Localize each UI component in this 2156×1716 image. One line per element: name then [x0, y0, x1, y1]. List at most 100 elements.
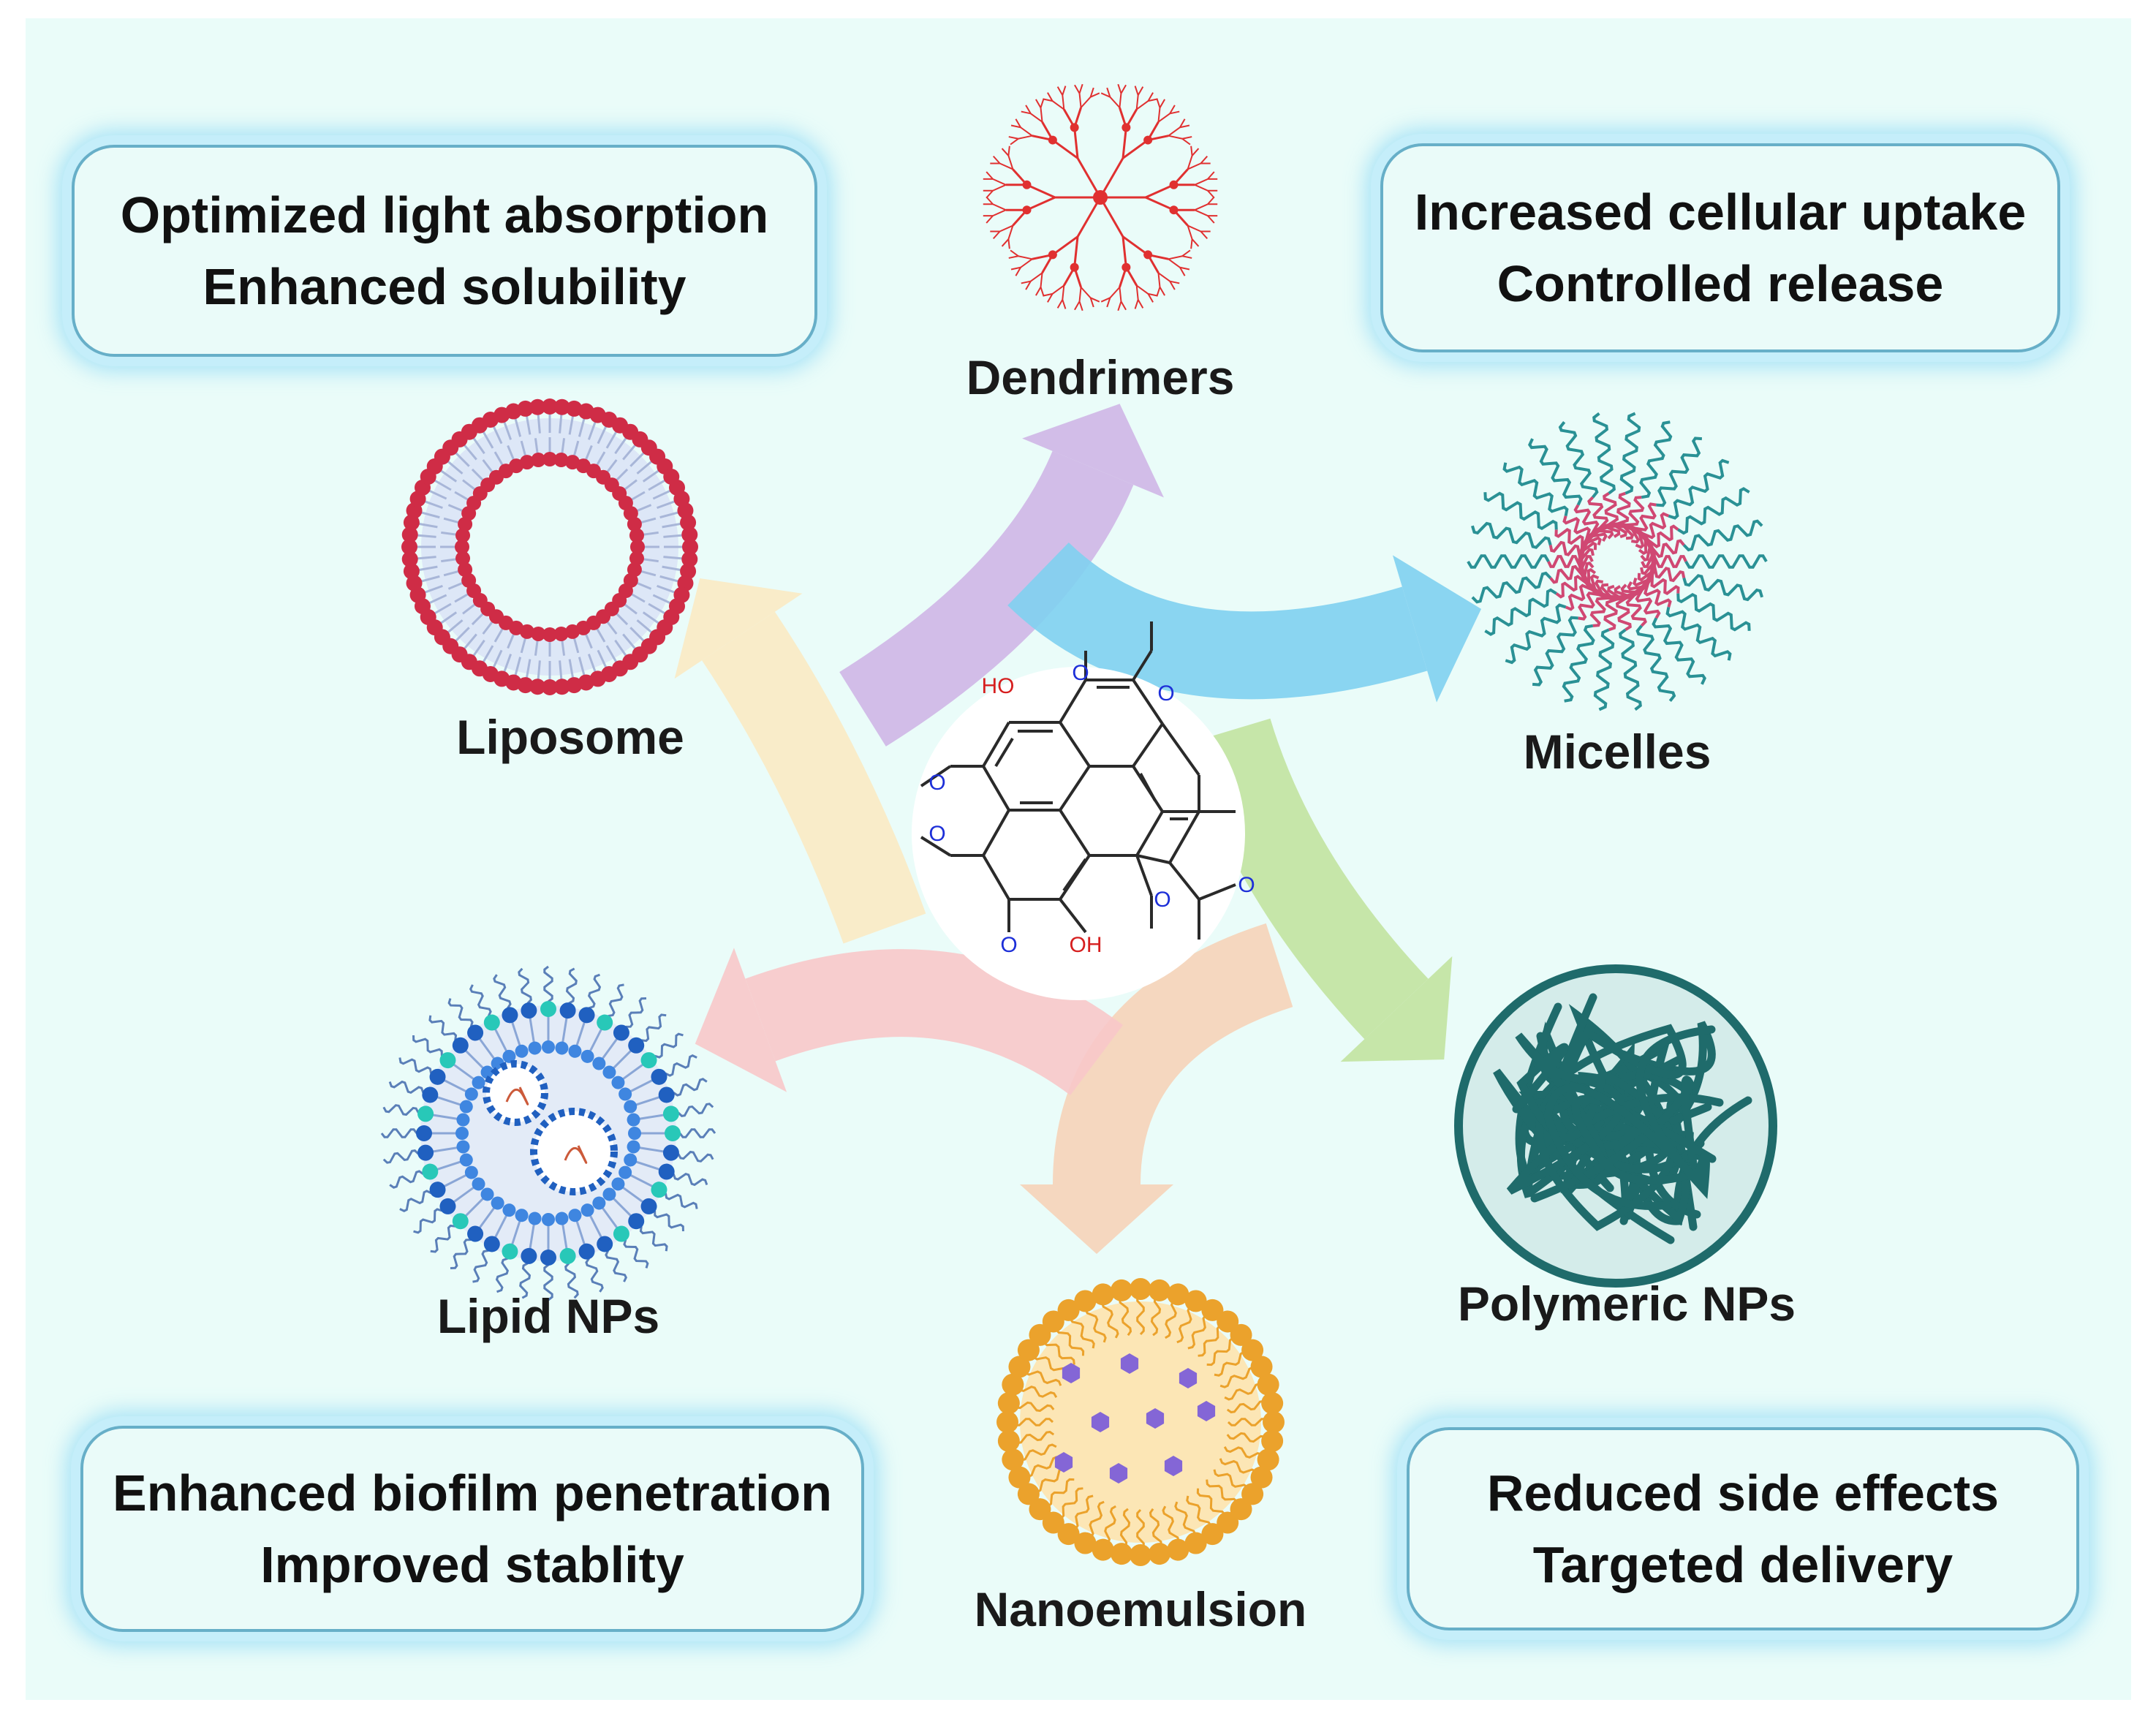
dendrimer-branch: [1137, 299, 1144, 309]
arrow-to-dendrimers: [839, 404, 1164, 747]
micelle-head-chain: [1562, 515, 1602, 546]
micelle-tail-chain: [1528, 438, 1583, 506]
micelle-head-chain: [1633, 577, 1672, 608]
surfactant-head: [1074, 1290, 1097, 1312]
benefit-text: Optimized light absorption: [120, 186, 769, 243]
surfactant: [1074, 1290, 1107, 1343]
dendrimer-branch: [1007, 145, 1010, 156]
surfactant-tail: [1024, 1456, 1062, 1478]
liposome-illustration: [401, 398, 698, 695]
inner-lipid-head: [480, 1065, 494, 1079]
peg-chain: [585, 1258, 604, 1293]
surfactant: [1162, 1505, 1189, 1561]
dendrimer-branch: [1073, 236, 1079, 268]
surfactant-head: [996, 1411, 1018, 1433]
dendrimer-branch: [1190, 238, 1193, 249]
surfactant: [1008, 1456, 1062, 1489]
micelle-chain: [1484, 567, 1597, 636]
arrow-shaft: [1186, 718, 1429, 1040]
inner-lipid-head: [491, 1196, 504, 1210]
lipid-head: [665, 1125, 681, 1141]
dendrimer-branch: [1147, 293, 1154, 303]
lipid-head: [640, 1052, 657, 1069]
surfactant-head: [1042, 1511, 1064, 1534]
surfactant-tail: [1162, 1505, 1180, 1546]
lipid-head: [540, 1001, 556, 1017]
dendrimer-branch: [1168, 126, 1181, 137]
dendrimer-branch: [1147, 92, 1154, 102]
surfactant-tail: [1043, 1478, 1075, 1508]
micelle-tail-chain: [1467, 554, 1550, 569]
dendrimer-branch: [1187, 162, 1201, 170]
dendrimer-branch: [992, 203, 1007, 211]
micelle-tail-chain: [1471, 521, 1552, 549]
surfactant-tail: [1198, 1324, 1225, 1357]
peg-chain: [673, 1078, 708, 1097]
peg-chain: [380, 1128, 418, 1138]
peg-chain: [382, 1104, 420, 1116]
lipid-head: [542, 452, 557, 466]
inner-lipid-head: [515, 1044, 529, 1058]
surfactant-head: [1257, 1373, 1279, 1396]
dendrimer-branch: [1168, 135, 1183, 140]
dendrimer-branch: [1187, 155, 1193, 170]
peg-chain: [469, 984, 492, 1017]
lipid-head: [531, 453, 546, 468]
dendrimer-branch: [1207, 171, 1215, 180]
polymer-chain: [1543, 1025, 1716, 1210]
dendrimer-branch: [1157, 273, 1161, 287]
surfactant: [1042, 1310, 1085, 1356]
surfactant-tail: [1150, 1294, 1162, 1337]
bond: [1161, 722, 1200, 776]
micelle-head-chain: [1630, 502, 1657, 544]
dendrimer-branch: [1047, 293, 1054, 303]
surfactant-tail: [1103, 1505, 1116, 1546]
micelle-head-chain: [1603, 584, 1620, 632]
arrow-to-nanoemulsion: [1020, 923, 1293, 1254]
dendrimer-branch: [1073, 107, 1082, 128]
peg-chain: [677, 1103, 714, 1117]
bond: [1059, 679, 1087, 724]
dendrimer-branch: [1190, 145, 1193, 156]
micelle-head-chain: [1637, 571, 1680, 595]
surfactant: [1092, 1283, 1119, 1339]
surfactant-head: [1241, 1483, 1264, 1505]
surfactant-tail: [1056, 1487, 1083, 1520]
surfactant-head: [1230, 1498, 1252, 1521]
lipid-head: [597, 1236, 613, 1252]
surfactant-tail: [1226, 1399, 1268, 1414]
dendrimer-branch: [1119, 287, 1122, 302]
label-polymeric-nps: Polymeric NPs: [1457, 1277, 1796, 1331]
lipid-head: [542, 398, 558, 415]
peg-chain: [493, 974, 512, 1009]
dendrimer-branch: [1078, 83, 1083, 94]
peg-chain: [625, 997, 647, 1028]
surfactant-head: [1130, 1544, 1151, 1566]
surfactant: [1008, 1356, 1062, 1386]
lipid-head: [401, 526, 418, 543]
dendrimer-branch: [1170, 280, 1180, 284]
dendrimer-branch: [1157, 272, 1170, 282]
lipid-head: [566, 677, 583, 694]
dendrimer-branch: [1099, 197, 1124, 238]
dendrimer-branch: [986, 215, 994, 224]
lnp-lipid: [611, 1177, 684, 1232]
arrow-to-liposome: [674, 578, 926, 944]
surfactant: [1002, 1443, 1057, 1471]
micelle-chain: [1623, 420, 1673, 540]
surfactant-tail: [1226, 1432, 1268, 1443]
micelle-chain: [1633, 577, 1732, 661]
drug-molecule: [1109, 1463, 1128, 1483]
lnp-lipid: [428, 1015, 494, 1079]
lnp-lipid: [602, 1187, 668, 1252]
micelle-tail-chain: [1684, 554, 1768, 569]
lipid-head: [467, 1225, 484, 1242]
lipid-head: [628, 1037, 645, 1054]
inner-lipid-head: [619, 1087, 632, 1101]
lnp-lipid: [430, 1187, 494, 1253]
micelle-chain: [1637, 571, 1751, 632]
surfactant-tail: [1224, 1383, 1264, 1401]
dendrimer-branch: [1090, 297, 1100, 303]
inner-lipid-head: [627, 1140, 640, 1154]
lnp-lipid: [382, 1140, 470, 1164]
